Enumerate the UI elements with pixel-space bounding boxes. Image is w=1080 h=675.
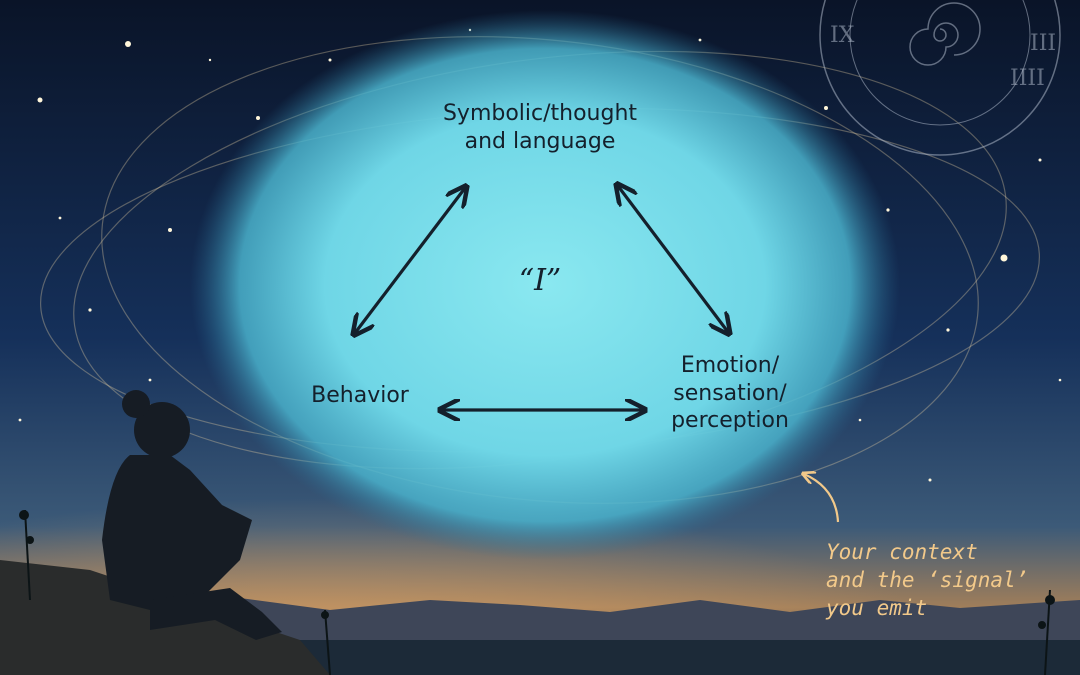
curved-arrow-icon	[804, 474, 840, 523]
glow-oval	[190, 10, 900, 560]
annotation-line: you emit	[826, 596, 928, 621]
node-symbolic-thought: Symbolic/thought and language	[400, 100, 680, 155]
svg-text:III: III	[1030, 31, 1056, 56]
double-arrow-icon	[355, 188, 465, 333]
diagram-arrows	[355, 186, 728, 410]
node-label-line: perception	[671, 408, 789, 433]
node-behavior: Behavior	[311, 383, 409, 408]
person-silhouette-icon	[0, 390, 330, 675]
node-label-line: sensation/	[673, 380, 787, 406]
annotation-line: and the ‘signal’	[826, 568, 1029, 593]
node-label-line: Emotion/	[680, 353, 780, 378]
svg-text:IX: IX	[830, 23, 855, 48]
double-arrow-icon	[618, 186, 728, 332]
context-annotation: Your context and the ‘signal’ you emit	[826, 538, 1056, 622]
stars	[18, 28, 1062, 482]
node-emotion: Emotion/ sensation/ perception	[655, 352, 805, 435]
clock-spiral-icon: III IIII IX	[819, 0, 1061, 156]
node-label-line: and language	[464, 128, 616, 154]
annotation-line: Your context	[826, 540, 978, 564]
plants	[19, 509, 1055, 675]
svg-text:IIII: IIII	[1010, 66, 1045, 91]
node-self: “I”	[518, 263, 562, 298]
node-label-line: Symbolic/thought	[442, 101, 638, 126]
